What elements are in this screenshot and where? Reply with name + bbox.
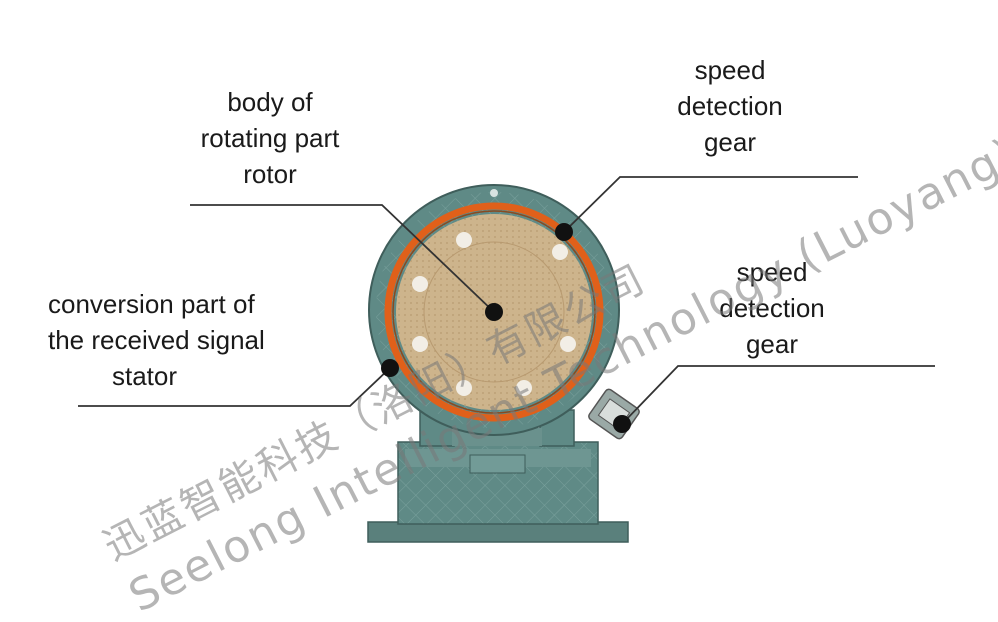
label-stator-line3: stator — [112, 361, 178, 391]
diagram: body of rotating part rotor conversion p… — [40, 44, 998, 622]
rotor-ring — [384, 202, 604, 422]
marker-gear-top — [555, 223, 573, 241]
label-stator: conversion part of the received signal s… — [40, 286, 300, 394]
leader-lines — [78, 176, 935, 425]
leader-gear-top — [563, 176, 858, 233]
marker-gear-right — [613, 415, 631, 433]
label-gear-right-line1: speed — [736, 257, 808, 287]
leader-stator — [78, 367, 391, 407]
marker-stator — [381, 359, 399, 377]
label-rotor: body of rotating part rotor — [180, 84, 360, 192]
label-gear-right-line3: gear — [745, 329, 799, 359]
base — [367, 409, 629, 543]
marker-rotor — [485, 303, 503, 321]
label-rotor-line3: rotor — [243, 159, 297, 189]
label-gear-top: speed detection gear — [660, 52, 800, 160]
label-gear-right: speed detection gear — [702, 254, 842, 362]
device-illustration — [78, 176, 935, 543]
label-gear-top-line3: gear — [703, 127, 757, 157]
label-gear-right-line2: detection — [719, 293, 825, 323]
label-stator-line2: the received signal — [48, 325, 265, 355]
bolt-holes — [412, 232, 576, 396]
leader-rotor — [190, 204, 495, 313]
markers — [381, 223, 631, 433]
label-rotor-line1: body of — [227, 87, 313, 117]
label-rotor-line2: rotating part — [200, 123, 340, 153]
label-stator-line1: conversion part of — [48, 289, 255, 319]
label-gear-top-line2: detection — [677, 91, 783, 121]
label-gear-top-line1: speed — [694, 55, 766, 85]
leader-gear-right — [621, 365, 935, 425]
